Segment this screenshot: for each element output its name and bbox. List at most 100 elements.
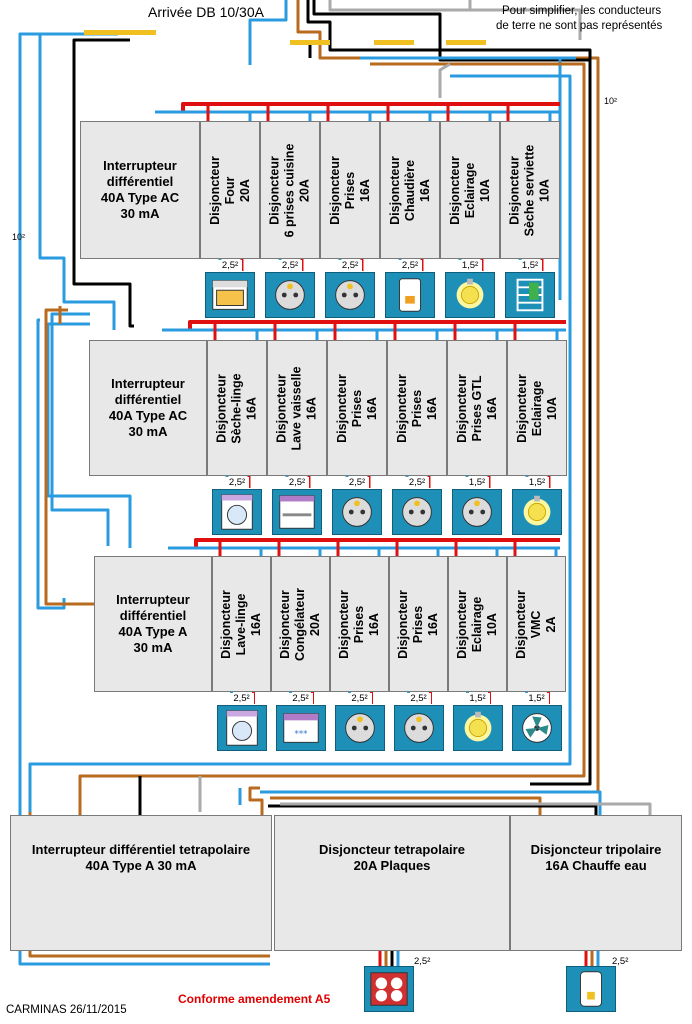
wire-section-label: 2,5² — [288, 693, 313, 704]
breaker-label: Disjoncteur 6 prises cuisine 20A — [267, 143, 312, 237]
breaker-plates-label: Disjoncteur tetrapolaire 20A Plaques — [319, 842, 465, 873]
row3-breaker-2: Disjoncteur Congélateur 20A — [271, 556, 330, 692]
junction-bar-2 — [290, 40, 330, 45]
wire-section-label: 2,5² — [229, 693, 254, 704]
wire-brown-tripolar — [270, 796, 542, 815]
breaker-label: Disjoncteur Lave-linge 16A — [219, 589, 264, 659]
breaker-label: Disjoncteur Chaudière 16A — [387, 155, 432, 225]
breaker-label: Disjoncteur VMC 2A — [514, 589, 559, 659]
row3-breaker-4: Disjoncteur Prises 16A — [389, 556, 448, 692]
breaker-label: Disjoncteur Prises GTL 16A — [454, 373, 499, 443]
light-bulb-icon — [452, 705, 503, 751]
wire-section-label: 2,5² — [345, 477, 369, 488]
towel-dryer-icon — [505, 272, 555, 318]
wire-section-label: 2,5² — [285, 477, 309, 488]
plates-section: 2,5² — [414, 956, 431, 967]
wire-hidden-5 — [46, 322, 132, 548]
rcd-row3: Interrupteur différentiel 40A Type A 30 … — [94, 556, 212, 692]
rcd-tetrapolar: Interrupteur différentiel tetrapolaire 4… — [10, 815, 272, 951]
row2-breaker-2: Disjoncteur Lave vaisselle 16A — [267, 340, 327, 476]
wire-brown-row3 — [44, 308, 94, 606]
rcd-row2: Interrupteur différentiel 40A Type AC 30… — [89, 340, 207, 476]
row1-phase-comb — [181, 102, 560, 112]
light-bulb-icon — [445, 272, 495, 318]
section-label-left: 10² — [12, 232, 26, 242]
wire-grey-tripolar — [280, 802, 652, 815]
wire-black-row2 — [72, 38, 134, 328]
socket-icon — [452, 489, 502, 535]
svg-text:***: *** — [294, 730, 308, 740]
breaker-plates: Disjoncteur tetrapolaire 20A Plaques — [274, 815, 510, 951]
wire-section-label: 2,5² — [338, 260, 362, 271]
rcd-row3-label: Interrupteur différentiel 40A Type A 30 … — [116, 592, 190, 655]
row2-breaker-4: Disjoncteur Prises 16A — [387, 340, 447, 476]
fan-icon — [511, 705, 562, 751]
breaker-label: Disjoncteur Sèche serviette 10A — [507, 144, 552, 236]
breaker-label: Disjoncteur Congélateur 20A — [278, 587, 322, 661]
row3-breaker-5: Disjoncteur Eclairage 10A — [448, 556, 507, 692]
row2-breaker-3: Disjoncteur Prises 16A — [327, 340, 387, 476]
breaker-label: Disjoncteur Prises 16A — [396, 589, 441, 659]
row1-breaker-1: Disjoncteur Four 20A — [200, 121, 260, 259]
breaker-label: Disjoncteur Lave vaisselle 16A — [274, 365, 319, 451]
heater-section: 2,5² — [612, 956, 629, 967]
wire-neutral-right — [28, 74, 572, 812]
wire-neutral-row2 — [38, 32, 118, 330]
dishwasher-icon — [272, 489, 322, 535]
wire-section-label: 2,5² — [278, 260, 302, 271]
boiler-icon — [385, 272, 435, 318]
socket-icon — [392, 489, 442, 535]
row2-breaker-5: Disjoncteur Prises GTL 16A — [447, 340, 507, 476]
water-heater-icon — [566, 966, 616, 1012]
row2-phase-comb — [188, 320, 566, 330]
row3-breaker-1: Disjoncteur Lave-linge 16A — [212, 556, 271, 692]
row2-breaker-6: Disjoncteur Eclairage 10A — [507, 340, 567, 476]
row1-breaker-2: Disjoncteur 6 prises cuisine 20A — [260, 121, 320, 259]
wire-section-label: 1,5² — [518, 260, 542, 271]
socket-icon — [265, 272, 315, 318]
breaker-label: Disjoncteur Prises 16A — [327, 155, 372, 225]
wire-neutral-feed — [248, 0, 288, 65]
junction-bar-1 — [84, 30, 156, 35]
compliance-note: Conforme amendement A5 — [178, 992, 331, 1006]
breaker-label: Disjoncteur Prises 16A — [394, 373, 439, 443]
row1-breaker-5: Disjoncteur Eclairage 10A — [440, 121, 500, 259]
row3-phase-comb — [194, 538, 560, 548]
breaker-water-heater: Disjoncteur tripolaire 16A Chauffe eau — [510, 815, 682, 951]
row3-breaker-6: Disjoncteur VMC 2A — [507, 556, 566, 692]
wire-section-label: 1,5² — [465, 477, 489, 488]
socket-icon — [325, 272, 375, 318]
breaker-label: Disjoncteur Eclairage 10A — [455, 589, 500, 659]
rcd-tetrapolar-label: Interrupteur différentiel tetrapolaire 4… — [31, 842, 251, 873]
breaker-label: Disjoncteur Prises 16A — [334, 373, 379, 443]
socket-icon — [334, 705, 385, 751]
author-date: CARMINAS 26/11/2015 — [6, 1004, 127, 1016]
row2-breaker-1: Disjoncteur Sèche-linge 16A — [207, 340, 267, 476]
wire-section-label: 2,5² — [347, 693, 372, 704]
dryer-icon — [212, 489, 262, 535]
wire-neutral-tripolar — [260, 790, 602, 815]
rcd-row2-label: Interrupteur différentiel 40A Type AC 30… — [108, 376, 188, 439]
wire-section-label: 2,5² — [405, 477, 429, 488]
light-bulb-icon — [512, 489, 562, 535]
washing-machine-icon — [216, 705, 267, 751]
section-label-right: 10² — [604, 96, 618, 106]
wire-section-label: 1,5² — [465, 693, 490, 704]
breaker-label: Disjoncteur Prises 16A — [337, 589, 382, 659]
socket-icon — [393, 705, 444, 751]
rcd-row1: Interrupteur différentiel 40A Type AC 30… — [80, 121, 200, 259]
wire-section-label: 2,5² — [218, 260, 242, 271]
wire-section-label: 1,5² — [524, 693, 549, 704]
wire-grey-mid — [438, 62, 451, 98]
supply-label: Arrivée DB 10/30A — [148, 4, 264, 20]
row1-breaker-6: Disjoncteur Sèche serviette 10A — [500, 121, 560, 259]
note-line-1: Pour simplifier, les conducteurs — [502, 5, 662, 17]
row3-breaker-3: Disjoncteur Prises 16A — [330, 556, 389, 692]
freezer-icon: *** — [275, 705, 326, 751]
hob-icon — [364, 966, 414, 1012]
oven-icon — [205, 272, 255, 318]
breaker-label: Disjoncteur Eclairage 10A — [514, 373, 559, 443]
row1-breaker-4: Disjoncteur Chaudière 16A — [380, 121, 440, 259]
wire-section-label: 1,5² — [458, 260, 482, 271]
